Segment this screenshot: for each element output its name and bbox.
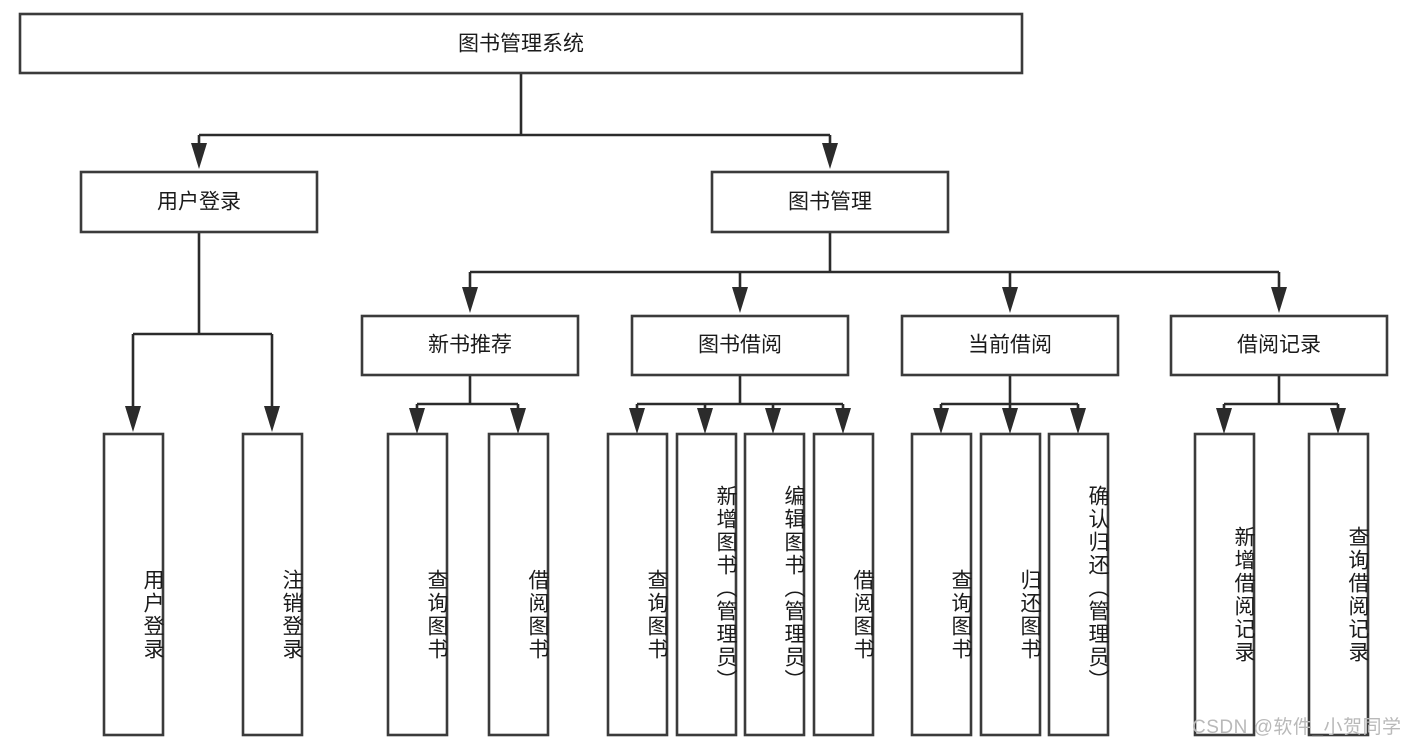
leaf-box-user-login-1[interactable] [102, 432, 165, 737]
node-root-box[interactable] [18, 12, 1024, 75]
leaf-group-borrow-record [1193, 432, 1370, 737]
connector-group-new-book [409, 375, 526, 434]
connector-group-borrow-record [1216, 375, 1346, 434]
leaf-group-current-borrow [910, 432, 1110, 737]
arrow-icon-bookborrow-leaf-1 [629, 408, 645, 434]
arrow-icon-newbook-leaf-1 [409, 408, 425, 434]
arrow-icon-bookborrow-leaf-2 [697, 408, 713, 434]
node-new-book-recommend[interactable]: 新书推荐 [360, 314, 580, 377]
node-borrow-record-label: 借阅记录 [1237, 334, 1321, 357]
connector-group-book-manage [462, 232, 1287, 313]
leaf-box-current-borrow-1[interactable] [910, 432, 973, 737]
leaf-box-current-borrow-3[interactable] [1047, 432, 1110, 737]
arrow-icon-userlogin-leaf-2 [264, 406, 280, 432]
connector-group-root [191, 73, 838, 169]
connector-group-user-login [125, 232, 280, 432]
connector-group-book-borrow [629, 375, 851, 434]
leaf-group-book-borrow [606, 432, 875, 737]
leaf-box-user-login-2[interactable] [241, 432, 304, 737]
arrow-icon-to-current-borrow [1002, 287, 1018, 313]
node-current-borrow[interactable]: 当前借阅 [900, 314, 1120, 377]
arrow-icon-userlogin-leaf-1 [125, 406, 141, 432]
leaf-box-book-borrow-4[interactable] [812, 432, 875, 737]
node-book-borrow-box[interactable] [630, 314, 850, 377]
arrow-icon-to-book-borrow [732, 287, 748, 313]
connector-group-current-borrow [933, 375, 1086, 434]
leaf-box-borrow-record-2[interactable] [1307, 432, 1370, 737]
leaf-box-book-borrow-3[interactable] [743, 432, 806, 737]
node-user-login-label: 用户登录 [157, 191, 241, 214]
leaf-box-new-book-2[interactable] [487, 432, 550, 737]
leaf-box-new-book-1[interactable] [386, 432, 449, 737]
node-user-login[interactable]: 用户登录 [79, 170, 319, 234]
arrow-icon-borrowrecord-leaf-1 [1216, 408, 1232, 434]
arrow-icon-currentborrow-leaf-2 [1002, 408, 1018, 434]
csdn-watermark: CSDN @软件_小贺同学 [1192, 717, 1402, 738]
node-book-manage-box[interactable] [710, 170, 950, 234]
leaf-box-book-borrow-2[interactable] [675, 432, 738, 737]
leaf-box-book-borrow-1[interactable] [606, 432, 669, 737]
arrow-icon-to-book-manage [822, 143, 838, 169]
node-borrow-record[interactable]: 借阅记录 [1169, 314, 1389, 377]
node-current-borrow-label: 当前借阅 [968, 334, 1052, 357]
leaf-group-user-login [102, 432, 304, 737]
arrow-icon-to-user-login [191, 143, 207, 169]
arrow-icon-bookborrow-leaf-3 [765, 408, 781, 434]
node-book-borrow-label: 图书借阅 [698, 334, 782, 357]
arrow-icon-currentborrow-leaf-1 [933, 408, 949, 434]
node-book-manage-label: 图书管理 [788, 191, 872, 214]
arrow-icon-bookborrow-leaf-4 [835, 408, 851, 434]
leaf-group-new-book-recommend [386, 432, 550, 737]
node-new-book-recommend-label: 新书推荐 [428, 334, 512, 357]
node-user-login-box[interactable] [79, 170, 319, 234]
arrow-icon-borrowrecord-leaf-2 [1330, 408, 1346, 434]
node-book-manage[interactable]: 图书管理 [710, 170, 950, 234]
node-book-borrow[interactable]: 图书借阅 [630, 314, 850, 377]
arrow-icon-currentborrow-leaf-3 [1070, 408, 1086, 434]
arrow-icon-to-new-book [462, 287, 478, 313]
node-root[interactable]: 图书管理系统 [18, 12, 1024, 75]
node-new-book-recommend-box[interactable] [360, 314, 580, 377]
node-borrow-record-box[interactable] [1169, 314, 1389, 377]
node-root-label: 图书管理系统 [458, 33, 584, 56]
node-current-borrow-box[interactable] [900, 314, 1120, 377]
arrow-icon-newbook-leaf-2 [510, 408, 526, 434]
leaf-box-current-borrow-2[interactable] [979, 432, 1042, 737]
leaf-box-borrow-record-1[interactable] [1193, 432, 1256, 737]
arrow-icon-to-borrow-record [1271, 287, 1287, 313]
